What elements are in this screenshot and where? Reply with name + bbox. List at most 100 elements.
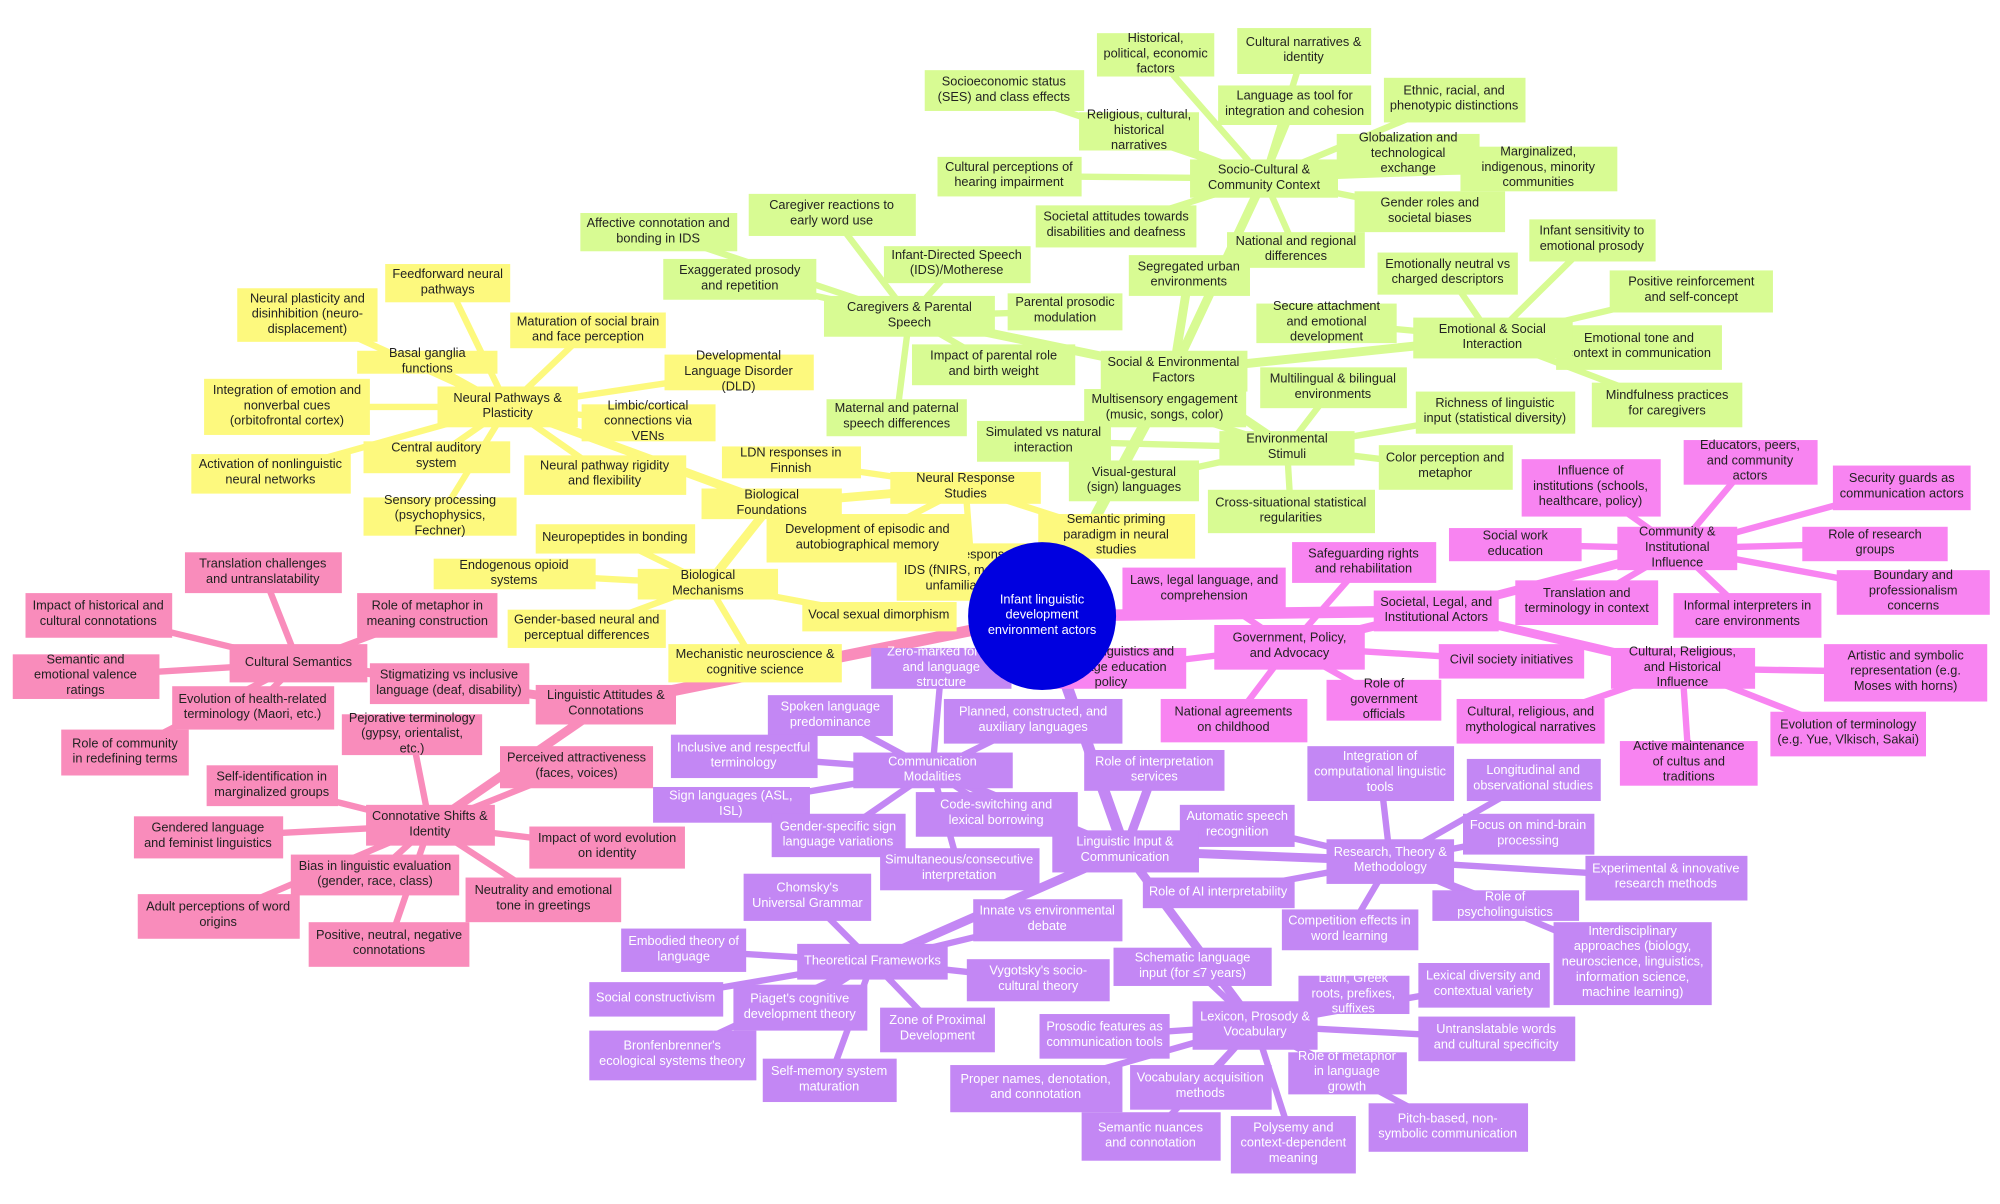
leaf-node-pcm[interactable]: Polysemy and context-dependent meaning <box>1230 1115 1356 1173</box>
leaf-node-ive[interactable]: Innate vs environmental debate <box>972 898 1122 941</box>
leaf-node-dem[interactable]: Development of episodic and autobiograph… <box>766 514 969 563</box>
leaf-node-cni[interactable]: Cultural narratives & identity <box>1236 28 1371 74</box>
leaf-node-crm[interactable]: Cultural, religious, and mythological na… <box>1456 698 1605 743</box>
leaf-node-spf[interactable]: Sensory processing (psychophysics, Fechn… <box>363 494 517 538</box>
leaf-node-ses[interactable]: Socioeconomic status (SES) and class eff… <box>924 70 1084 111</box>
leaf-node-ioi[interactable]: Influence of institutions (schools, heal… <box>1521 458 1661 516</box>
leaf-node-sgc[interactable]: Security guards as communication actors <box>1832 464 1971 510</box>
topic-node-npp[interactable]: Neural Pathways & Plasticity <box>437 386 578 428</box>
topic-node-bm[interactable]: Biological Mechanisms <box>637 568 779 600</box>
leaf-node-pafv[interactable]: Perceived attractiveness (faces, voices) <box>499 745 654 788</box>
leaf-node-icl[interactable]: Integration of computational linguistic … <box>1306 745 1454 801</box>
leaf-node-ann[interactable]: Activation of nonlinguistic neural netwo… <box>190 453 351 493</box>
leaf-node-gbn[interactable]: Gender-based neural and perceptual diffe… <box>507 609 666 648</box>
topic-node-lpv[interactable]: Lexicon, Prosody & Vocabulary <box>1192 1001 1318 1050</box>
leaf-node-bpc[interactable]: Boundary and professionalism concerns <box>1836 569 1990 615</box>
leaf-node-iic[interactable]: Informal interpreters in care environmen… <box>1673 592 1822 638</box>
leaf-node-zpd[interactable]: Zone of Proximal Development <box>880 1007 995 1052</box>
leaf-node-ehr[interactable]: Evolution of health-related terminology … <box>171 686 334 730</box>
leaf-node-iwe[interactable]: Impact of word evolution on identity <box>529 825 685 868</box>
leaf-node-etc[interactable]: Emotional tone and context in communicat… <box>1556 324 1722 370</box>
leaf-node-nac[interactable]: National agreements on childhood <box>1160 698 1307 743</box>
leaf-node-ble[interactable]: Bias in linguistic evaluation (gender, r… <box>290 854 460 896</box>
topic-node-rtm[interactable]: Research, Theory & Methodology <box>1326 838 1455 884</box>
leaf-node-epc[interactable]: Educators, peers, and community actors <box>1683 439 1817 485</box>
leaf-node-asr[interactable]: Artistic and symbolic representation (e.… <box>1823 643 1988 701</box>
leaf-node-llc[interactable]: Laws, legal language, and comprehension <box>1122 566 1286 612</box>
leaf-node-ipr[interactable]: Impact of parental role and birth weight <box>911 344 1076 386</box>
branch-node-lic[interactable]: Linguistic Input & Communication <box>1051 829 1199 872</box>
leaf-node-uwc[interactable]: Untranslatable words and cultural specif… <box>1417 1015 1575 1061</box>
leaf-node-sad[interactable]: Societal attitudes towards disabilities … <box>1035 204 1197 247</box>
leaf-node-asrc[interactable]: Automatic speech recognition <box>1179 804 1295 847</box>
leaf-node-rmm[interactable]: Role of metaphor in meaning construction <box>357 592 498 638</box>
leaf-node-csin[interactable]: Civil society initiatives <box>1438 643 1585 678</box>
branch-node-sli[interactable]: Societal, Legal, and Institutional Actor… <box>1373 590 1499 632</box>
leaf-node-sms[interactable]: Self-memory system maturation <box>762 1058 897 1103</box>
leaf-node-glf[interactable]: Gendered language and feminist linguisti… <box>133 815 283 858</box>
leaf-node-cew[interactable]: Competition effects in word learning <box>1281 909 1418 951</box>
leaf-node-mbe[interactable]: Multilingual & bilingual environments <box>1259 367 1407 409</box>
topic-node-esi[interactable]: Emotional & Social Interaction <box>1412 317 1573 359</box>
topic-node-sue[interactable]: Segregated urban environments <box>1128 255 1250 296</box>
leaf-node-rch[interactable]: Religious, cultural, historical narrativ… <box>1079 108 1199 153</box>
leaf-node-apw[interactable]: Adult perceptions of word origins <box>137 893 300 939</box>
topic-node-nrs[interactable]: Neural Response Studies <box>890 471 1041 504</box>
leaf-node-pca[interactable]: Planned, constructed, and auxiliary lang… <box>943 698 1123 743</box>
leaf-node-ppm[interactable]: Parental prosodic modulation <box>1007 292 1123 330</box>
leaf-node-mpc[interactable]: Mindfulness practices for caregivers <box>1591 382 1743 427</box>
topic-node-es[interactable]: Environmental Stimuli <box>1219 430 1355 465</box>
leaf-node-amc[interactable]: Active maintenance of cultus and traditi… <box>1619 740 1758 786</box>
leaf-node-ihc[interactable]: Impact of historical and cultural connot… <box>24 592 172 638</box>
leaf-node-rrg[interactable]: Role of research groups <box>1802 526 1948 561</box>
leaf-node-sim[interactable]: Self-identification in marginalized grou… <box>205 765 338 807</box>
leaf-node-ttc[interactable]: Translation and terminology in context <box>1515 579 1659 625</box>
leaf-node-vgl[interactable]: Visual-gestural (sign) languages <box>1068 460 1199 502</box>
leaf-node-nrd[interactable]: National and regional differences <box>1227 232 1365 268</box>
leaf-node-eir[interactable]: Experimental & innovative research metho… <box>1584 855 1747 900</box>
leaf-node-npd[interactable]: Neural plasticity and disinhibition (neu… <box>237 288 378 342</box>
branch-node-sef[interactable]: Social & Environmental Factors <box>1100 350 1247 392</box>
leaf-node-cph[interactable]: Cultural perceptions of hearing impairme… <box>936 156 1081 196</box>
leaf-node-lcc[interactable]: Limbic/cortical connections via VENs <box>580 399 715 444</box>
topic-node-tf[interactable]: Theoretical Frameworks <box>797 943 948 980</box>
topic-node-gpa[interactable]: Government, Policy, and Advocacy <box>1214 624 1365 669</box>
topic-node-cm[interactable]: Communication Modalities <box>852 752 1013 789</box>
leaf-node-pnd[interactable]: Proper names, denotation, and connotatio… <box>949 1064 1122 1112</box>
leaf-node-ise[interactable]: Infant sensitivity to emotional prosody <box>1528 218 1655 261</box>
leaf-node-crw[interactable]: Caregiver reactions to early word use <box>748 193 916 236</box>
topic-node-crh[interactable]: Cultural, Religious, and Historical Infl… <box>1610 645 1755 690</box>
leaf-node-ldn[interactable]: LDN responses in Finnish <box>721 445 861 478</box>
leaf-node-rai[interactable]: Role of AI interpretability <box>1142 877 1294 909</box>
leaf-node-gte[interactable]: Globalization and technological exchange <box>1336 131 1480 176</box>
leaf-node-net[interactable]: Neutrality and emotional tone in greetin… <box>465 876 622 922</box>
leaf-node-mim[interactable]: Marginalized, indigenous, minority commu… <box>1459 145 1617 191</box>
leaf-node-rcr[interactable]: Role of community in redefining terms <box>61 729 189 776</box>
leaf-node-ptg[interactable]: Pejorative terminology (gypsy, orientali… <box>341 712 483 756</box>
branch-node-lac[interactable]: Linguistic Attitudes & Connotations <box>535 684 677 724</box>
leaf-node-ids[interactable]: Infant-Directed Speech (IDS)/Motherese <box>883 245 1030 283</box>
leaf-node-vsd[interactable]: Vocal sexual dimorphism <box>801 601 956 631</box>
leaf-node-svi[interactable]: Stigmatizing vs inclusive language (deaf… <box>369 663 529 705</box>
leaf-node-sev[interactable]: Semantic and emotional valence ratings <box>12 653 159 699</box>
topic-node-ris[interactable]: Role of interpretation services <box>1084 749 1225 791</box>
leaf-node-rgo[interactable]: Role of government officials <box>1326 677 1442 722</box>
leaf-node-pbn[interactable]: Pitch-based, non-symbolic communication <box>1367 1103 1528 1152</box>
leaf-node-nib[interactable]: Neuropeptides in bonding <box>535 523 695 553</box>
leaf-node-ffn[interactable]: Feedforward neural pathways <box>385 264 511 303</box>
leaf-node-hpe[interactable]: Historical, political, economic factors <box>1096 32 1215 77</box>
leaf-node-dld[interactable]: Developmental Language Disorder (DLD) <box>663 349 814 394</box>
leaf-node-enc[interactable]: Emotionally neutral vs charged descripto… <box>1377 251 1518 295</box>
leaf-node-fmb[interactable]: Focus on mind-brain processing <box>1462 813 1594 855</box>
leaf-node-eos[interactable]: Endogenous opioid systems <box>433 558 596 590</box>
leaf-node-vam[interactable]: Vocabulary acquisition methods <box>1129 1064 1272 1110</box>
leaf-node-swe[interactable]: Social work education <box>1448 528 1582 562</box>
leaf-node-sci[interactable]: Simultaneous/consecutive interpretation <box>879 847 1039 890</box>
leaf-node-rli[interactable]: Richness of linguistic input (statistica… <box>1415 390 1575 434</box>
leaf-node-rml[interactable]: Role of metaphor in language growth <box>1287 1050 1407 1094</box>
leaf-node-etl[interactable]: Embodied theory of language <box>621 928 747 972</box>
leaf-node-cpm[interactable]: Color perception and metaphor <box>1378 444 1513 490</box>
leaf-node-lti[interactable]: Language as tool for integration and coh… <box>1218 84 1372 125</box>
leaf-node-snc[interactable]: Semantic nuances and connotation <box>1080 1112 1221 1161</box>
leaf-node-pcd[interactable]: Piaget's cognitive development theory <box>732 984 867 1031</box>
